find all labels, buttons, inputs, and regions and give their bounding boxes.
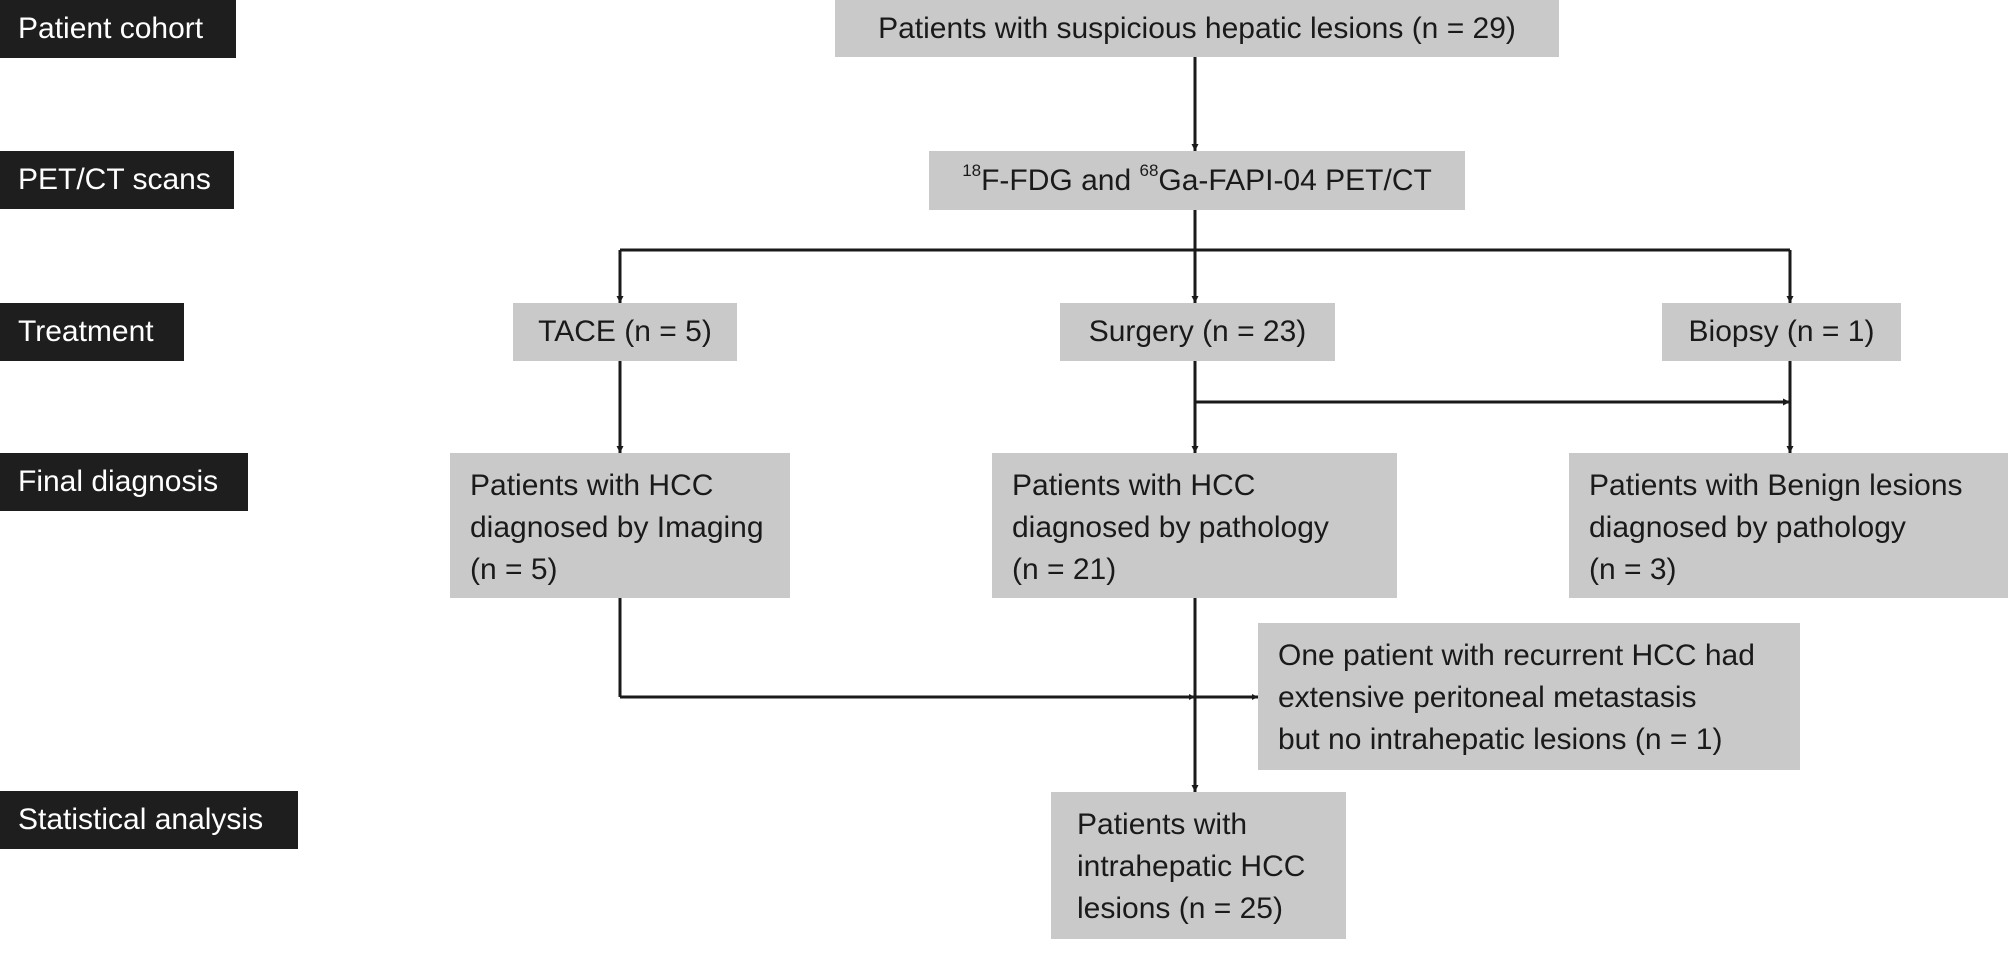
tracer-fdg: F-FDG and	[981, 163, 1140, 197]
pet-tracer-text: 18F-FDG and 68Ga-FAPI-04 PET/CT	[962, 160, 1432, 202]
box-final-hcc-lesions: Patients with intrahepatic HCC lesions (…	[1051, 792, 1346, 939]
stage-label-patient-cohort: Patient cohort	[0, 0, 236, 58]
final-line-3: lesions (n = 25)	[1077, 892, 1283, 925]
benign-line-1: Patients with Benign lesions	[1589, 469, 1963, 502]
box-tace: TACE (n = 5)	[513, 303, 737, 361]
final-line-2: intrahepatic HCC	[1077, 850, 1306, 883]
excluded-line-3: but no intrahepatic lesions (n = 1)	[1278, 723, 1723, 756]
box-biopsy: Biopsy (n = 1)	[1662, 303, 1901, 361]
stage-label-treatment: Treatment	[0, 303, 184, 361]
stage-label-final-diagnosis: Final diagnosis	[0, 453, 248, 511]
box-patient-cohort: Patients with suspicious hepatic lesions…	[835, 0, 1559, 57]
box-pet-ct-scans: 18F-FDG and 68Ga-FAPI-04 PET/CT	[929, 151, 1465, 210]
hcc-imaging-line-2: diagnosed by Imaging	[470, 511, 764, 544]
hcc-pathology-line-1: Patients with HCC	[1012, 469, 1256, 502]
box-hcc-pathology: Patients with HCC diagnosed by pathology…	[992, 453, 1397, 598]
isotope-68: 68	[1139, 160, 1159, 180]
box-hcc-imaging: Patients with HCC diagnosed by Imaging (…	[450, 453, 790, 598]
stage-label-pet-ct-scans: PET/CT scans	[0, 151, 234, 209]
excluded-line-1: One patient with recurrent HCC had	[1278, 639, 1755, 672]
box-surgery: Surgery (n = 23)	[1060, 303, 1335, 361]
hcc-imaging-line-3: (n = 5)	[470, 553, 558, 586]
excluded-line-2: extensive peritoneal metastasis	[1278, 681, 1697, 714]
hcc-imaging-line-1: Patients with HCC	[470, 469, 714, 502]
benign-line-3: (n = 3)	[1589, 553, 1677, 586]
hcc-pathology-line-3: (n = 21)	[1012, 553, 1117, 586]
benign-line-2: diagnosed by pathology	[1589, 511, 1906, 544]
box-excluded-patient: One patient with recurrent HCC had exten…	[1258, 623, 1800, 770]
tracer-fapi: Ga-FAPI-04 PET/CT	[1158, 163, 1432, 197]
stage-label-statistical-analysis: Statistical analysis	[0, 791, 298, 849]
final-line-1: Patients with	[1077, 808, 1248, 841]
hcc-pathology-line-2: diagnosed by pathology	[1012, 511, 1329, 544]
isotope-18: 18	[962, 160, 982, 180]
box-benign-lesions: Patients with Benign lesions diagnosed b…	[1569, 453, 2008, 598]
